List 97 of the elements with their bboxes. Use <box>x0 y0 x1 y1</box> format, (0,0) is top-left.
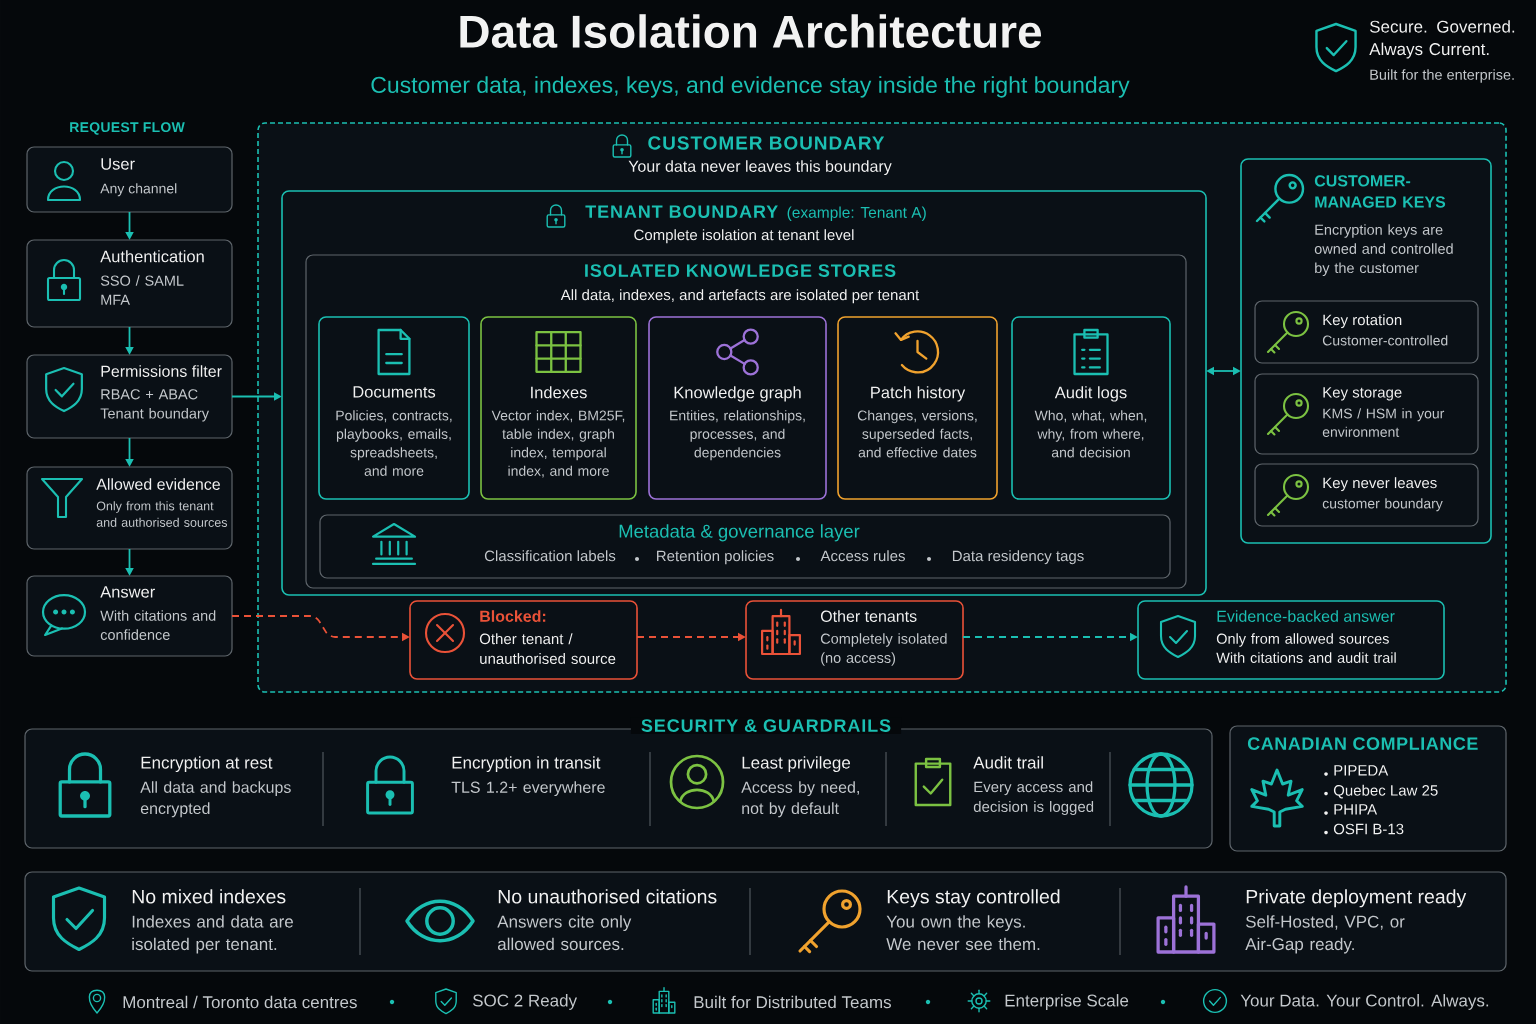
description: Every access and decision is logged <box>973 781 1094 815</box>
heading: Audit logs <box>1054 386 1127 402</box>
title: Data Isolation Architecture <box>460 14 1042 48</box>
footer-text: Montreal / Toronto data centres <box>123 995 357 1009</box>
description: Quebec Law 25 <box>1333 784 1438 799</box>
description: (example: Tenant A) <box>787 206 926 221</box>
description: Retention policies <box>657 550 774 565</box>
description: Policies, contracts, playbooks, emails, spreadsheets, and more <box>336 410 452 476</box>
description: Vector index, BM25F, table index, graph index, temporal index, and more <box>491 410 625 478</box>
description: With citations and confidence <box>100 610 216 640</box>
heading: Metadata & governance layer <box>619 524 860 542</box>
process-box <box>1137 600 1445 680</box>
description: Indexes and data are isolated per tenant. <box>132 915 293 954</box>
subtitle: Customer data, indexes, keys, and evidence stay inside the right boundary <box>371 76 1130 98</box>
principles-panel <box>24 871 1507 972</box>
description: RBAC + ABAC Tenant boundary <box>100 389 209 422</box>
heading: Key storage <box>1323 387 1402 401</box>
description: PHIPA <box>1334 804 1378 815</box>
description: Complete isolation at tenant level <box>634 229 854 244</box>
heading: Allowed evidence <box>96 478 220 490</box>
key-card <box>1254 300 1479 364</box>
process-box <box>745 600 964 680</box>
governance-bar <box>319 514 1171 579</box>
store-card <box>837 316 998 500</box>
description: Encryption at rest <box>141 756 273 773</box>
description: customer boundary <box>1322 498 1443 512</box>
description: Completely isolated (no access) <box>820 633 947 666</box>
description: Only from this tenant and authorised sources <box>96 501 228 527</box>
guardrails-panel <box>24 717 1213 849</box>
heading: Other tenants <box>820 610 917 622</box>
process-box <box>26 146 233 213</box>
heading: Blocked: <box>480 610 546 622</box>
description: Encryption in transit <box>452 756 601 773</box>
description: No unauthorised citations <box>498 889 717 904</box>
heading: CANADIAN COMPLIANCE <box>1247 737 1478 750</box>
compliance-panel <box>1229 725 1507 852</box>
heading: Key rotation <box>1323 314 1402 329</box>
process-box <box>26 354 233 439</box>
key-card <box>1254 463 1479 527</box>
heading: Documents <box>353 386 436 398</box>
footer-text: Your Data. Your Control. Always. <box>1240 994 1489 1010</box>
blocked-box <box>409 600 638 680</box>
footer-text: Built for Distributed Teams <box>694 995 891 1009</box>
description: Customer-controlled <box>1322 335 1448 346</box>
description: All data, indexes, and artefacts are isolated per tenant <box>560 289 920 304</box>
description: SSO / SAML MFA <box>100 275 184 305</box>
heading: User <box>101 158 135 170</box>
description: All data and backups encrypted <box>140 781 291 818</box>
heading: Knowledge graph <box>674 386 801 402</box>
description: OSFI B-13 <box>1333 823 1404 835</box>
heading: Key never leaves <box>1323 477 1437 492</box>
description: Data residency tags <box>952 550 1084 565</box>
description: Entities, relationships, processes, and dependencies <box>670 410 805 461</box>
footer-text: Enterprise Scale <box>1005 994 1129 1010</box>
description: Access by need, not by default <box>741 781 859 818</box>
description: Self-Hosted, VPC, or Air-Gap ready. <box>1245 915 1405 954</box>
description: Keys stay controlled <box>887 889 1060 908</box>
description: Changes, versions, superseded facts, and effective dates <box>857 410 977 458</box>
heading: Permissions filter <box>101 365 222 377</box>
store-card <box>318 316 470 500</box>
description: Audit trail <box>973 756 1043 769</box>
footer-text: SOC 2 Ready <box>473 994 578 1010</box>
description: Least privilege <box>742 756 851 773</box>
description: Private deployment ready <box>1246 889 1467 908</box>
description: Any channel <box>100 183 177 197</box>
process-box <box>26 575 233 657</box>
tagline: Secure. Governed. Always Current. <box>1369 20 1515 59</box>
heading: Answer <box>100 586 155 598</box>
heading: No mixed indexes <box>132 889 286 904</box>
description: Your data never leaves this boundary <box>628 160 892 176</box>
description: TLS 1.2+ everywhere <box>451 781 605 797</box>
process-box <box>26 239 233 328</box>
description: You own the keys. We never see them. <box>886 915 1040 951</box>
tagline: Built for the enterprise. <box>1370 69 1514 83</box>
heading: Authentication <box>100 250 204 263</box>
store-card <box>648 316 827 500</box>
heading: CUSTOMER-MANAGED KEYS <box>1314 175 1446 208</box>
description: Who, what, when, why, from where, and decision <box>1034 410 1147 458</box>
description: PIPEDA <box>1334 765 1389 776</box>
heading: CUSTOMER BOUNDARY <box>648 136 885 150</box>
description: Classification labels <box>484 550 616 562</box>
description: Other tenant / unauthorised source <box>479 633 616 664</box>
store-card <box>480 316 637 500</box>
description: Encryption keys are owned and controlled by the customer <box>1314 224 1453 276</box>
heading: ISOLATED KNOWLEDGE STORES <box>585 264 896 277</box>
description: KMS / HSM in your environment <box>1322 408 1445 437</box>
heading: TENANT BOUNDARY <box>585 205 778 218</box>
key-card <box>1254 373 1479 455</box>
description: Only from allowed sources With citations and audit trail <box>1216 633 1396 663</box>
heading: SECURITY & GUARDRAILS <box>630 717 902 734</box>
store-card <box>1011 316 1171 500</box>
description: Answers cite only allowed sources. <box>497 915 632 951</box>
process-box <box>26 466 233 550</box>
heading: Indexes <box>531 386 587 399</box>
heading: Patch history <box>871 386 966 402</box>
description: Access rules <box>820 550 905 562</box>
heading: Evidence-backed answer <box>1217 610 1395 622</box>
